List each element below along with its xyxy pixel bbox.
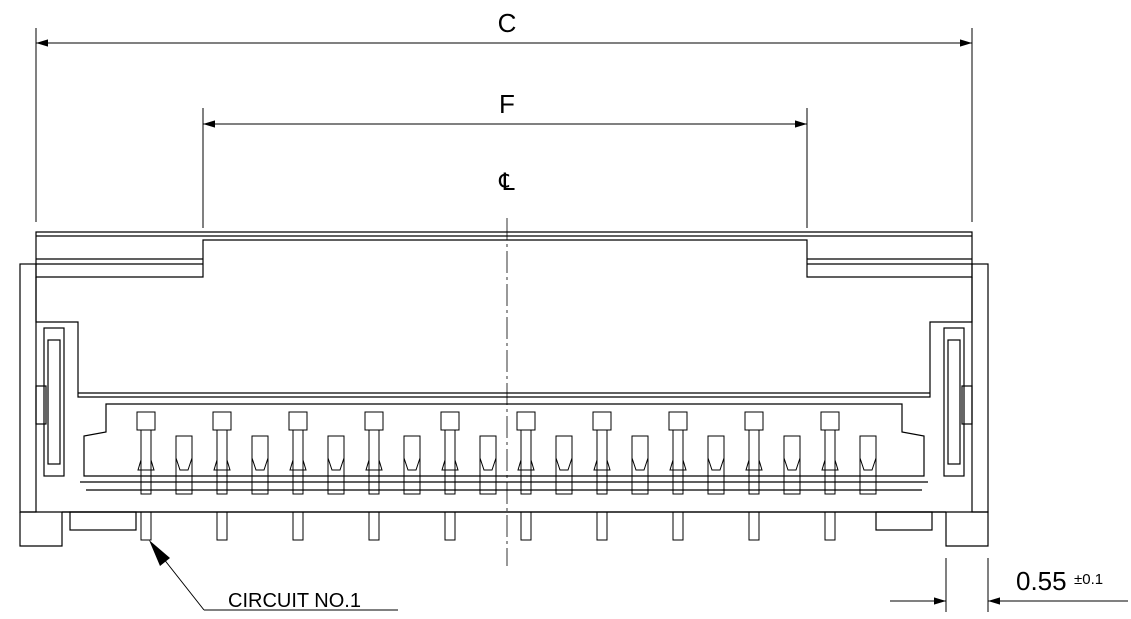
upper-contact-head	[364, 411, 384, 431]
top-cover-outline	[35, 231, 973, 278]
solder-tail	[368, 511, 380, 541]
lower-contact-body	[707, 435, 725, 495]
connector-body	[19, 231, 989, 547]
pin-offset-tolerance: ±0.1	[1074, 571, 1103, 588]
upper-contact-bend	[593, 459, 611, 471]
circuit-callout: CIRCUIT NO.1	[149, 540, 398, 612]
upper-contact-head	[288, 411, 308, 431]
upper-contact-bend	[441, 459, 459, 471]
dimension-f: F	[202, 89, 808, 228]
dimension-c-label: C	[498, 8, 517, 38]
upper-contact-head	[820, 411, 840, 431]
right-latch-bump	[961, 385, 973, 425]
pin-offset-value: 0.55	[1016, 566, 1067, 596]
solder-tail	[748, 511, 760, 541]
lower-contact-bend	[631, 457, 649, 471]
upper-contact-body	[216, 429, 228, 495]
upper-contact-head	[440, 411, 460, 431]
solder-tail	[672, 511, 684, 541]
upper-contact-body	[368, 429, 380, 495]
lower-contact-body	[175, 435, 193, 495]
right-latch-outer	[943, 327, 965, 477]
solder-tail	[140, 511, 152, 541]
upper-contact-body	[520, 429, 532, 495]
upper-contact-bend	[365, 459, 383, 471]
upper-contact-bend	[517, 459, 535, 471]
upper-contact-head	[744, 411, 764, 431]
housing-outline	[35, 277, 973, 398]
right-latch-inner	[947, 339, 961, 465]
upper-contact-head	[136, 411, 156, 431]
cavity-outline	[83, 403, 925, 477]
right-peg	[875, 511, 933, 531]
upper-contact-body	[672, 429, 684, 495]
upper-contact-head	[592, 411, 612, 431]
dimension-f-label: F	[499, 89, 515, 119]
left-latch-bump	[35, 385, 47, 425]
lower-contact-bend	[859, 457, 877, 471]
bottom-housing-left	[19, 512, 63, 547]
lower-contact-bend	[783, 457, 801, 471]
upper-contact-body	[596, 429, 608, 495]
lower-contact-bend	[403, 457, 421, 471]
lower-contact-body	[403, 435, 421, 495]
solder-tail	[444, 511, 456, 541]
left-flange	[19, 263, 37, 513]
lower-contact-body	[555, 435, 573, 495]
upper-contact-bend	[213, 459, 231, 471]
lower-contact-body	[251, 435, 269, 495]
solder-tail	[824, 511, 836, 541]
lower-contact-body	[631, 435, 649, 495]
left-peg	[69, 511, 137, 531]
lower-contact-bend	[327, 457, 345, 471]
right-flange	[971, 263, 989, 513]
upper-contact-bend	[821, 459, 839, 471]
contacts-group	[136, 411, 877, 541]
upper-contact-head	[668, 411, 688, 431]
upper-contact-head	[516, 411, 536, 431]
solder-tail	[520, 511, 532, 541]
left-latch-inner	[47, 339, 61, 465]
solder-tail	[292, 511, 304, 541]
lower-contact-body	[859, 435, 877, 495]
lower-contact-bend	[707, 457, 725, 471]
centerline-symbol: ℄	[498, 169, 515, 196]
lower-contact-bend	[175, 457, 193, 471]
upper-contact-bend	[137, 459, 155, 471]
circuit-label: CIRCUIT NO.1	[228, 590, 361, 612]
solder-tail	[216, 511, 228, 541]
lower-contact-body	[783, 435, 801, 495]
lower-contact-body	[479, 435, 497, 495]
lower-contact-body	[327, 435, 345, 495]
upper-contact-body	[748, 429, 760, 495]
callout-arrowhead	[149, 540, 170, 566]
left-latch-outer	[43, 327, 65, 477]
solder-tail	[596, 511, 608, 541]
upper-contact-head	[212, 411, 232, 431]
lower-contact-bend	[555, 457, 573, 471]
upper-contact-bend	[289, 459, 307, 471]
centerline: ℄	[498, 169, 515, 566]
upper-contact-bend	[745, 459, 763, 471]
lower-contact-bend	[479, 457, 497, 471]
upper-contact-body	[444, 429, 456, 495]
upper-contact-body	[824, 429, 836, 495]
upper-contact-bend	[669, 459, 687, 471]
lower-contact-bend	[251, 457, 269, 471]
upper-contact-body	[292, 429, 304, 495]
bottom-housing	[20, 511, 989, 547]
dimension-c: C	[35, 8, 973, 222]
pin-offset-dimension: 0.55 ±0.1	[890, 558, 1128, 612]
upper-contact-body	[140, 429, 152, 495]
